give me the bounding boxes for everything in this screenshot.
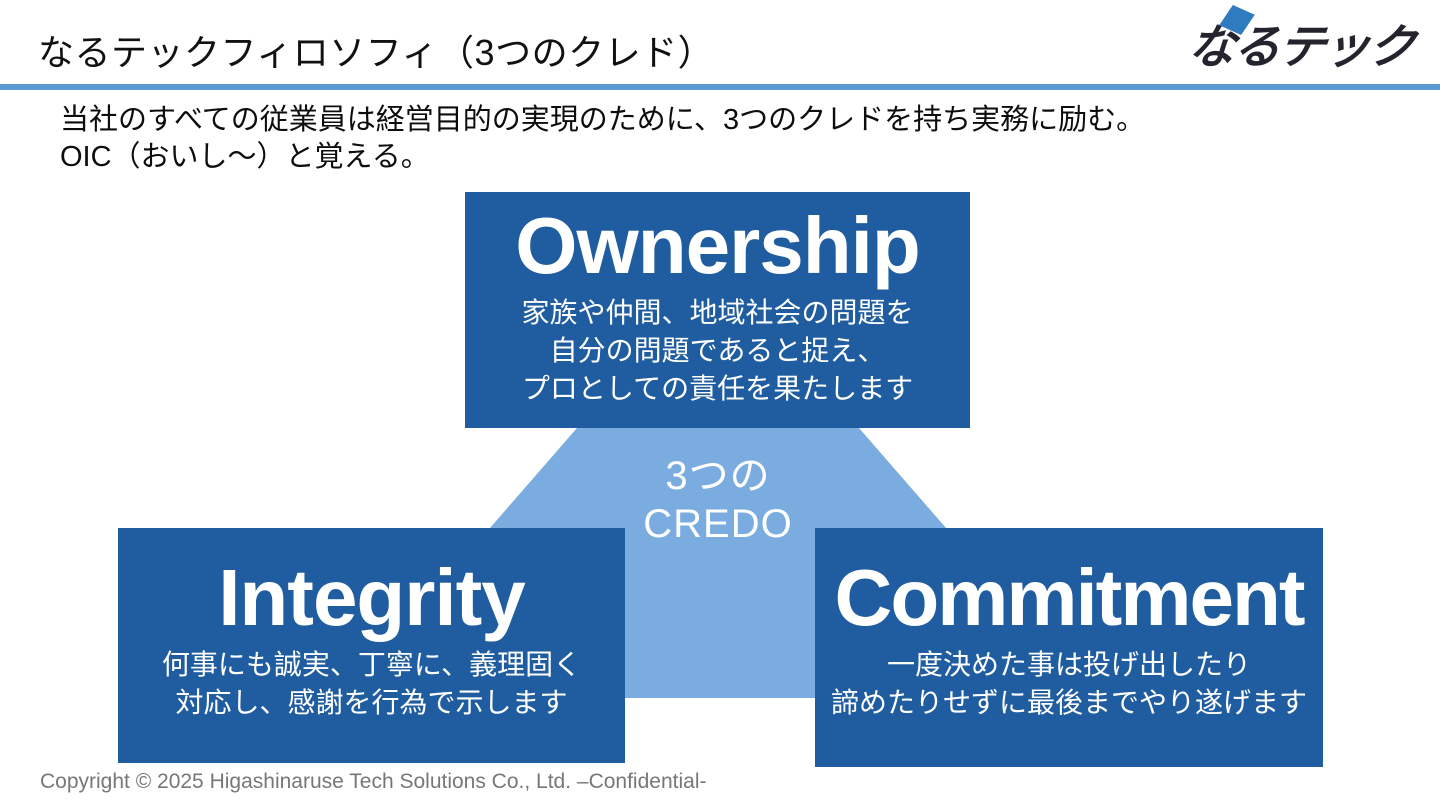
integrity-description: 何事にも誠実、丁寧に、義理固く 対応し、感謝を行為で示します (118, 646, 625, 722)
logo-text: なるテック (1185, 19, 1417, 73)
footer-copyright: Copyright © 2025 Higashinaruse Tech Solu… (40, 770, 707, 793)
credo-box-ownership: Ownership 家族や仲間、地域社会の問題を 自分の問題であると捉え、 プロ… (465, 192, 970, 428)
page-title: なるテックフィロソフィ（3つのクレド） (38, 32, 715, 73)
commitment-title: Commitment (834, 553, 1306, 642)
integrity-line-2: 対応し、感謝を行為で示します (175, 687, 568, 718)
credo-box-integrity: Integrity 何事にも誠実、丁寧に、義理固く 対応し、感謝を行為で示します (118, 528, 625, 763)
commitment-description: 一度決めた事は投げ出したり 諦めたりせずに最後までやり遂げます (815, 646, 1323, 722)
intro-line-2: OIC（おいし～）と覚える。 (60, 141, 430, 173)
ownership-title: Ownership (515, 201, 920, 290)
ownership-line-3: プロとしての責任を果たします (521, 373, 914, 404)
integrity-line-1: 何事にも誠実、丁寧に、義理固く (161, 649, 582, 680)
credo-center-label: 3つの CREDO (568, 452, 868, 548)
ownership-description: 家族や仲間、地域社会の問題を 自分の問題であると捉え、 プロとしての責任を果たし… (465, 294, 970, 408)
credo-label-line-1: 3つの (665, 454, 771, 498)
intro-line-1: 当社のすべての従業員は経営目的の実現のために、3つのクレドを持ち実務に励む。 (60, 104, 1146, 136)
integrity-title: Integrity (218, 553, 526, 642)
company-logo: なるテック (1186, 5, 1416, 78)
header-divider (0, 84, 1440, 90)
credo-box-commitment: Commitment 一度決めた事は投げ出したり 諦めたりせずに最後までやり遂げ… (815, 528, 1323, 767)
intro-text: 当社のすべての従業員は経営目的の実現のために、3つのクレドを持ち実務に励む。 O… (60, 102, 1145, 176)
credo-label-line-2: CREDO (643, 502, 793, 546)
commitment-line-1: 一度決めた事は投げ出したり (886, 649, 1251, 680)
commitment-line-2: 諦めたりせずに最後までやり遂げます (830, 687, 1307, 718)
ownership-line-1: 家族や仲間、地域社会の問題を (521, 297, 914, 328)
ownership-line-2: 自分の問題であると捉え、 (549, 335, 886, 366)
